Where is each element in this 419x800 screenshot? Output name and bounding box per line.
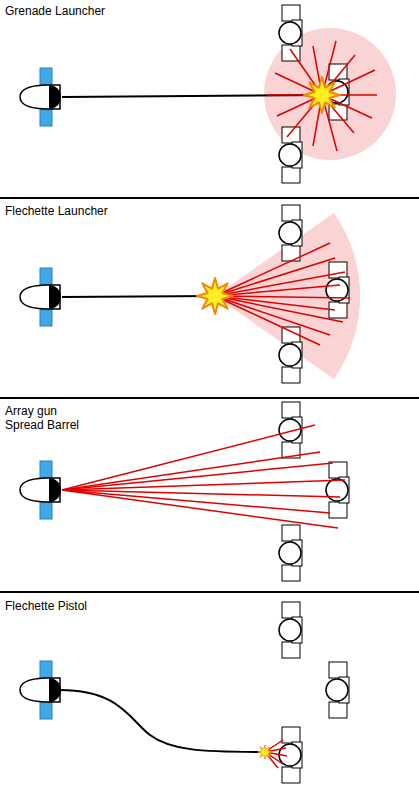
panel-separator [0, 197, 419, 199]
flechette-ray [215, 296, 320, 345]
spread-ray [62, 452, 320, 490]
panel-separator [0, 397, 419, 399]
shooter-soldier [20, 661, 61, 719]
panel-separator [0, 591, 419, 593]
guided-trajectory [60, 690, 263, 752]
spread-ray [62, 490, 330, 513]
flechette-ray [215, 296, 330, 335]
panel-heading: Array gun Spread Barrel [5, 404, 95, 432]
trajectory [62, 95, 322, 97]
target-soldier [326, 462, 349, 518]
panel-heading: Flechette Pistol [5, 599, 205, 613]
panel-heading: Grenade Launcher [5, 4, 205, 18]
shooter-soldier [20, 461, 61, 519]
shrapnel-rays [267, 41, 377, 151]
explosion-star [258, 745, 272, 759]
shooter-soldier [20, 268, 61, 326]
spread-ray [62, 480, 345, 490]
target-soldier [279, 525, 302, 581]
target-soldier [279, 127, 302, 183]
panel-heading: Flechette Launcher [5, 204, 205, 218]
flechette-ray [215, 272, 345, 296]
target-soldier [279, 5, 302, 61]
target-soldier [279, 205, 302, 261]
target-soldier [279, 602, 302, 658]
target-soldier [326, 662, 349, 718]
shooter-soldier [20, 68, 61, 126]
spread-ray [62, 425, 315, 490]
explosion-star [197, 278, 233, 314]
flechette-ray [215, 285, 340, 296]
spread-ray [62, 490, 338, 528]
spread-rays [62, 425, 345, 528]
flechette-rays [215, 243, 350, 345]
trajectory [62, 296, 215, 297]
explosion-star [304, 77, 340, 113]
